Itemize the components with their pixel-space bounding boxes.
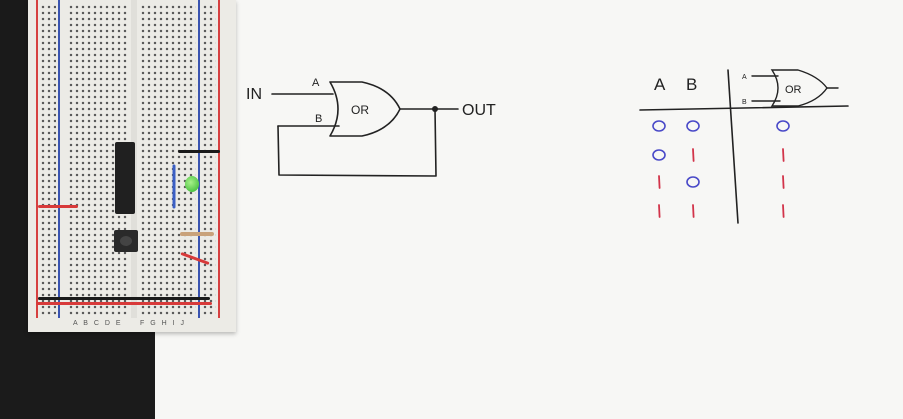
mini-or-gate bbox=[751, 69, 839, 107]
power-rail-blue-left bbox=[58, 0, 60, 318]
output-label: OUT bbox=[462, 102, 496, 119]
terminal-holes-right bbox=[140, 4, 196, 316]
rail-holes-right bbox=[202, 4, 216, 316]
junction-dot bbox=[432, 106, 438, 112]
column-letters-left: A B C D E bbox=[73, 320, 123, 327]
red-wire-bottom bbox=[36, 302, 212, 305]
red-wire-left bbox=[38, 205, 78, 208]
mini-pin-a: A bbox=[742, 74, 747, 81]
pin-b-label: B bbox=[315, 113, 322, 125]
power-rail-red-left bbox=[36, 0, 38, 318]
truth-cell-out-1 bbox=[782, 148, 785, 162]
truth-cell-a-0 bbox=[652, 120, 666, 132]
green-led bbox=[185, 176, 199, 192]
truth-table-lines bbox=[639, 69, 849, 224]
column-letters-right: F G H I J bbox=[140, 320, 186, 327]
header-a: A bbox=[654, 75, 666, 94]
ic-chip bbox=[115, 142, 135, 214]
header-b: B bbox=[686, 75, 697, 94]
or-gate-symbol bbox=[329, 81, 401, 137]
rail-holes-left bbox=[40, 4, 56, 316]
truth-table-rows bbox=[652, 120, 790, 218]
power-rail-red-right bbox=[218, 0, 220, 318]
truth-table-divider bbox=[727, 69, 739, 224]
truth-cell-b-2 bbox=[686, 176, 700, 188]
black-wire-bottom bbox=[38, 297, 210, 300]
truth-cell-a-2 bbox=[658, 175, 661, 189]
truth-cell-out-0 bbox=[776, 120, 790, 132]
mini-pin-b: B bbox=[742, 99, 747, 106]
truth-cell-out-3 bbox=[782, 204, 785, 218]
truth-cell-a-3 bbox=[658, 204, 661, 218]
truth-cell-b-1 bbox=[692, 148, 695, 162]
pin-a-label: A bbox=[312, 77, 320, 89]
black-wire-top bbox=[178, 150, 220, 153]
power-rail-blue-right bbox=[198, 0, 200, 318]
truth-cell-b-0 bbox=[686, 120, 700, 132]
gate-label: OR bbox=[351, 103, 369, 117]
truth-cell-a-1 bbox=[652, 149, 666, 161]
or-gate-circuit bbox=[271, 81, 459, 177]
truth-cell-out-2 bbox=[782, 175, 785, 189]
resistor bbox=[180, 232, 214, 236]
truth-table-header-line bbox=[639, 105, 849, 111]
input-label: IN bbox=[246, 86, 262, 103]
breadboard: A B C D E F G H I J bbox=[28, 0, 236, 332]
truth-cell-b-3 bbox=[692, 204, 695, 218]
dark-background-bottom bbox=[0, 330, 155, 419]
mini-gate-label: OR bbox=[785, 84, 802, 96]
feedback-loop bbox=[277, 108, 437, 177]
push-button-cap bbox=[120, 236, 132, 246]
